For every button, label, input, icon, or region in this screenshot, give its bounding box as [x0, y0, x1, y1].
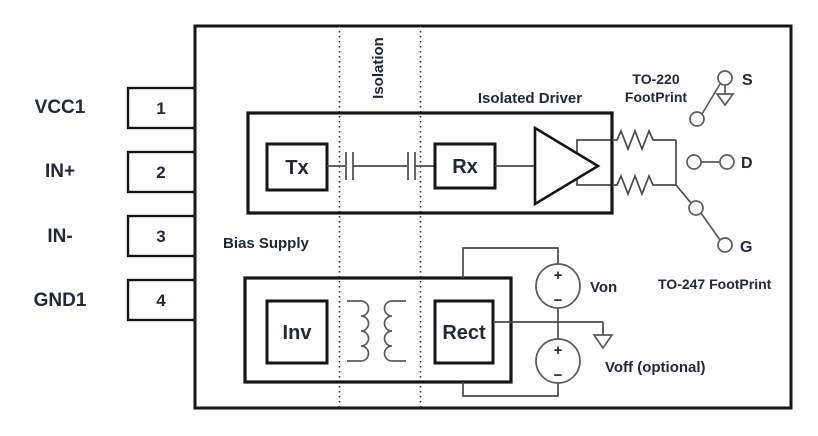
pin-box-2: [126, 150, 197, 194]
inv-label: Inv: [283, 322, 313, 344]
von-minus-sign: −: [554, 292, 563, 309]
footprint-pad-circle: [686, 154, 702, 170]
terminal-d-circle: [719, 154, 735, 170]
to220-label-line1: TO-220: [632, 71, 679, 87]
terminal-g-assembly: G: [688, 200, 752, 256]
von-plus-sign: +: [554, 267, 563, 284]
transformer-secondary-winding: [383, 300, 406, 362]
pin-label-vcc1: VCC1: [35, 97, 86, 118]
to247-footprint-label: TO-247 FootPrint: [658, 276, 772, 292]
to220-label-line2: FootPrint: [625, 89, 688, 105]
footprint-pad-circle: [689, 111, 705, 127]
bias-supply-label: Bias Supply: [223, 235, 310, 252]
pin-row-in-minus: IN- 3: [47, 214, 197, 258]
isolation-barrier-lines: [338, 26, 422, 408]
voff-plus-sign: +: [554, 342, 563, 359]
von-source-circle: [535, 263, 581, 309]
pin-number-2: 2: [156, 163, 165, 182]
pin-row-vcc1: VCC1 1: [35, 86, 197, 130]
terminal-s-label: S: [742, 72, 753, 89]
pin-box-3: [126, 214, 197, 258]
gate-resistor-bottom: [612, 173, 676, 197]
footprint-pad-circle: [688, 200, 704, 216]
terminal-g-circle: [717, 237, 733, 253]
von-label: Von: [590, 279, 617, 296]
voff-label: Voff (optional): [605, 359, 706, 376]
bias-output-wiring: [462, 247, 614, 397]
voff-minus-sign: −: [554, 367, 563, 384]
voff-source-circle: [535, 338, 581, 384]
rect-label: Rect: [442, 322, 486, 344]
pin-box-4: [126, 278, 197, 322]
pin-row-in-plus: IN+ 2: [45, 150, 197, 194]
pin-number-4: 4: [156, 291, 166, 310]
isolated-driver-label: Isolated Driver: [478, 90, 582, 107]
isolation-capacitors: [327, 152, 435, 180]
isolated-driver-box: [246, 111, 614, 215]
rx-label: Rx: [452, 156, 478, 178]
pin-label-in-plus: IN+: [45, 161, 75, 182]
bias-supply-box: [243, 276, 513, 384]
tx-box: [265, 142, 329, 192]
isolation-label: Isolation: [370, 37, 387, 99]
to220-footprint-label: TO-220 FootPrint: [625, 71, 688, 105]
output-ground-icon: [592, 334, 614, 350]
pin-number-3: 3: [156, 227, 165, 246]
terminal-s-circle: [717, 70, 733, 86]
pin-box-1: [126, 86, 197, 130]
rect-box: [433, 299, 495, 365]
source-arrow-icon: [715, 93, 735, 107]
pin-label-gnd1: GND1: [34, 290, 87, 311]
driver-amplifier-triangle: [533, 125, 601, 207]
terminal-g-label: G: [740, 239, 752, 256]
von-source: + − Von: [535, 263, 617, 309]
tx-label: Tx: [285, 157, 308, 179]
gate-resistor-top: [612, 128, 676, 152]
inv-box: [265, 299, 329, 365]
terminal-d-label: D: [741, 155, 753, 172]
pin-row-gnd1: GND1 4: [34, 278, 197, 322]
transformer-icon: [347, 300, 406, 362]
gate-resistors: [612, 128, 692, 204]
terminal-s-assembly: S: [689, 70, 753, 127]
transformer-primary-winding: [347, 300, 370, 362]
voff-source: + − Voff (optional): [535, 338, 706, 384]
terminal-d-assembly: D: [686, 154, 753, 172]
pin-number-1: 1: [156, 99, 165, 118]
pin-label-in-minus: IN-: [47, 226, 72, 247]
